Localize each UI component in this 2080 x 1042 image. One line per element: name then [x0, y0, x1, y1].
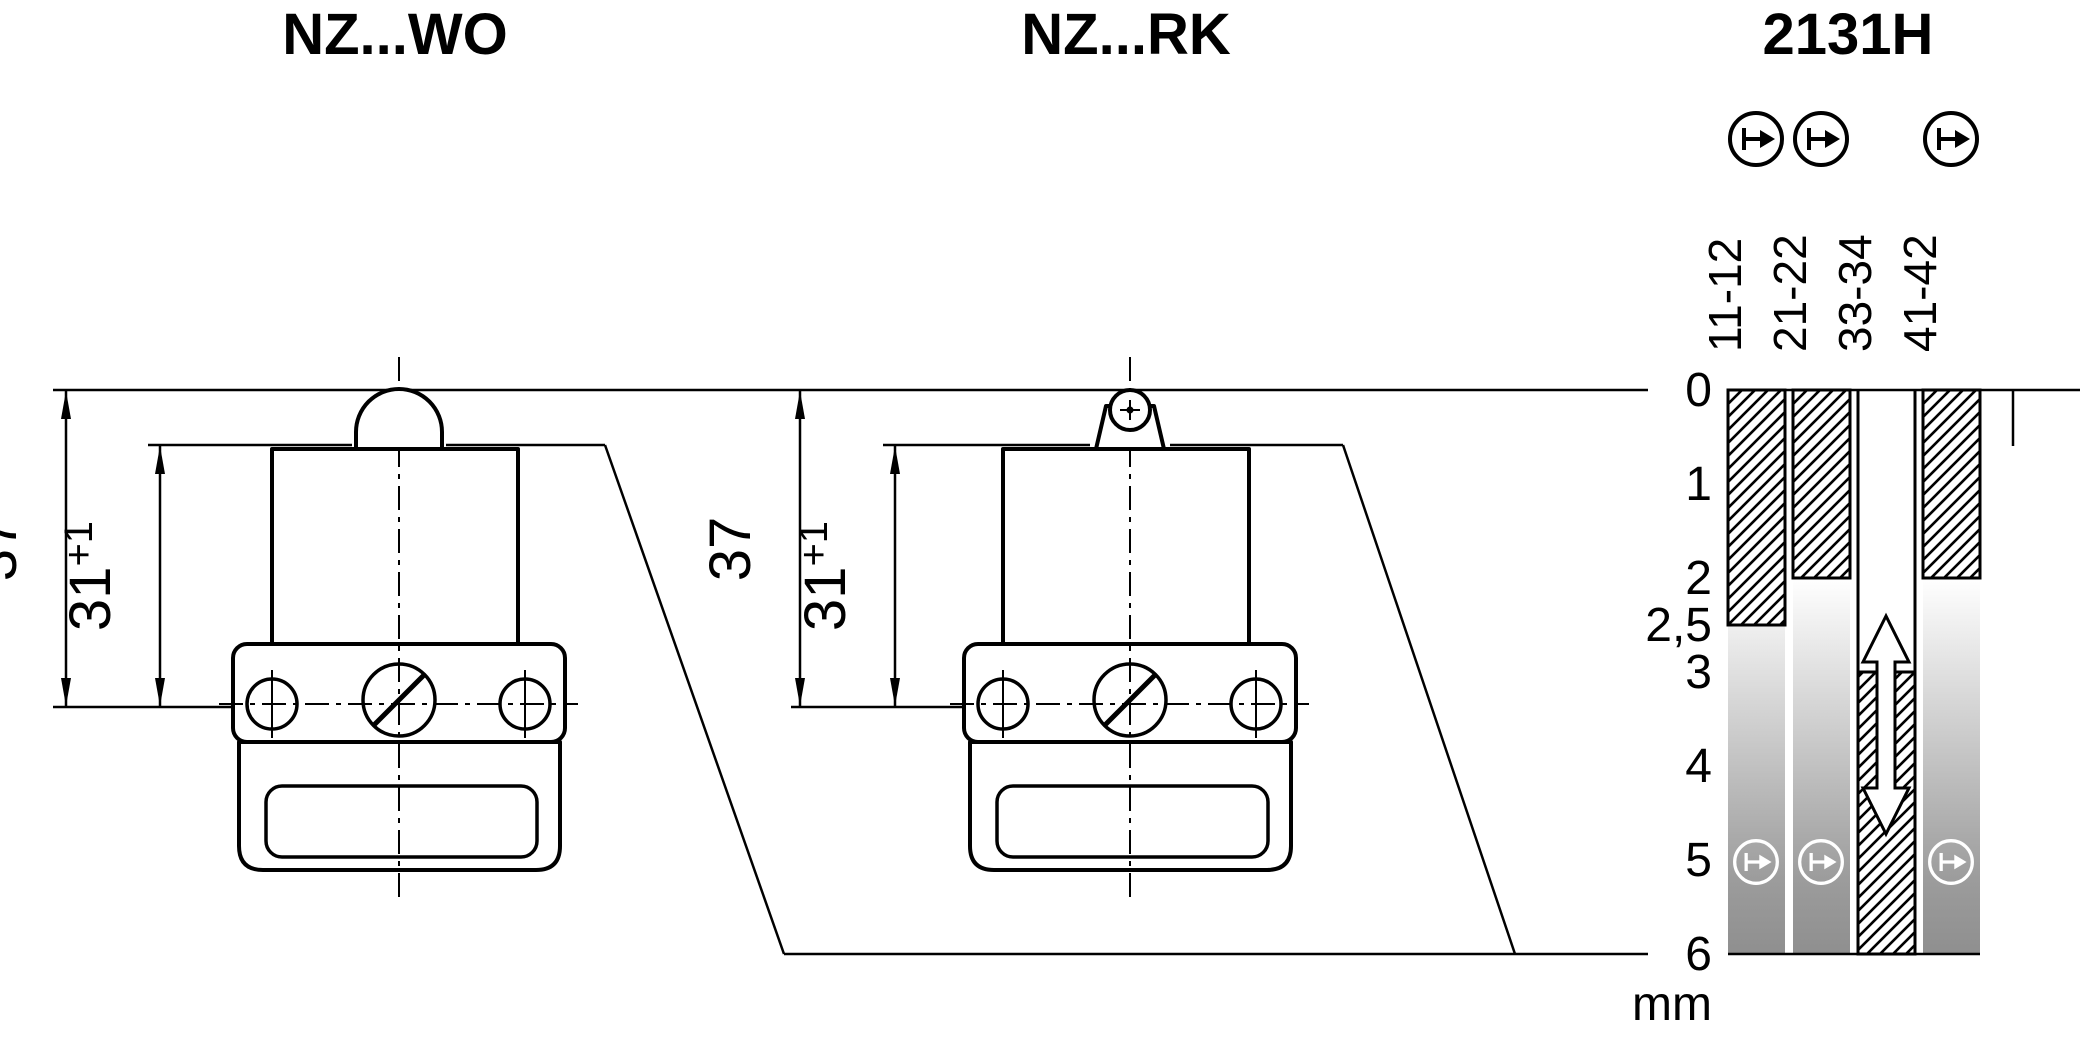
scale-label: 1	[1685, 458, 1712, 511]
travel-diagram: 11-12 21-22 33-34 41-42 0	[1632, 111, 1982, 1031]
scale-label: 2,5	[1645, 599, 1712, 652]
scale-label: 2	[1685, 552, 1712, 605]
positive-opening-icon	[1728, 111, 1784, 167]
contact-label-21-22: 21-22	[1764, 234, 1816, 352]
scale-label: 5	[1685, 834, 1712, 887]
scale-label: 0	[1685, 364, 1712, 417]
scale-label: 4	[1685, 740, 1712, 793]
scale-label: 6	[1685, 928, 1712, 981]
contact-label-41-42: 41-42	[1894, 234, 1946, 352]
overtravel-zone	[1793, 578, 1850, 954]
contact-label-33-34: 33-34	[1829, 234, 1881, 352]
dim-31-label: 31+1	[57, 521, 123, 631]
dimension-37-wo: 37	[0, 391, 233, 709]
contact-bar-41-42	[1921, 388, 1982, 954]
travel-scale: 0 1 2 2,5 3 4 5 6 mm	[1632, 364, 1712, 1031]
title-2131h: 2131H	[1763, 2, 1934, 67]
reference-lines	[53, 388, 2080, 956]
closed-zone	[1921, 388, 1982, 580]
title-nz-rk: NZ...RK	[1021, 2, 1231, 67]
positive-opening-icon	[1793, 111, 1849, 167]
projection-line-rk	[1341, 444, 1517, 955]
closed-zone	[1726, 388, 1787, 627]
title-nz-wo: NZ...WO	[282, 2, 508, 67]
dimension-31-rk: 31+1	[792, 443, 1343, 706]
dim-37-label: 37	[0, 517, 29, 582]
dim-31-label: 31+1	[792, 521, 858, 631]
dim-37-label: 37	[698, 517, 763, 582]
contact-bar-21-22	[1791, 388, 1852, 954]
dimension-31-wo: 31+1	[57, 443, 605, 706]
switch-rk	[950, 357, 1309, 904]
unit-label: mm	[1632, 978, 1712, 1031]
overtravel-zone	[1728, 625, 1785, 954]
contact-bar-11-12	[1726, 388, 1787, 954]
contact-label-11-12: 11-12	[1699, 238, 1751, 352]
dome-plunger	[354, 387, 444, 451]
closed-zone	[1791, 388, 1852, 580]
overtravel-zone	[1923, 578, 1980, 954]
travel-direction-arrow	[1860, 612, 1912, 838]
switch-wo	[219, 357, 578, 904]
scale-label: 3	[1685, 646, 1712, 699]
dimension-37-rk: 37	[698, 391, 964, 709]
positive-opening-icon	[1923, 111, 1979, 167]
projection-line-wo	[603, 444, 786, 955]
